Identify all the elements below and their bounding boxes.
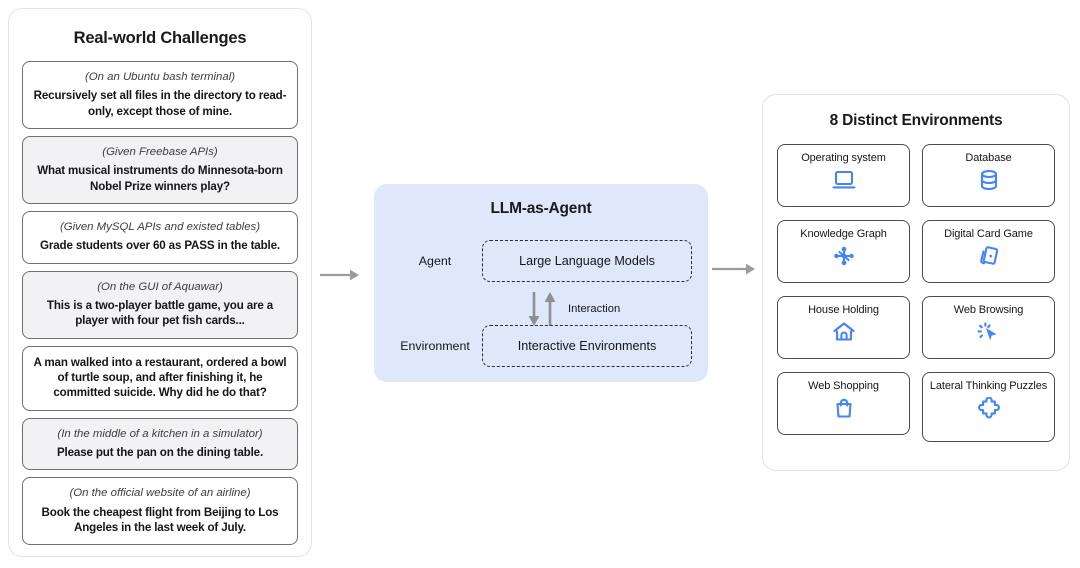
- laptop-icon: [831, 169, 856, 191]
- env-card-operating-system[interactable]: Operating system: [777, 144, 910, 207]
- challenges-list: (On an Ubuntu bash terminal) Recursively …: [22, 61, 298, 546]
- env-card-label: Database: [965, 152, 1012, 164]
- challenge-context: (Given MySQL APIs and existed tables): [59, 220, 261, 233]
- env-card-digital-card-game[interactable]: Digital Card Game: [922, 220, 1055, 283]
- env-card-house-holding[interactable]: House Holding: [777, 296, 910, 359]
- challenge-card: (In the middle of a kitchen in a simulat…: [22, 417, 298, 471]
- env-card-label: House Holding: [808, 304, 879, 316]
- challenge-text: A man walked into a restaurant, ordered …: [33, 355, 287, 400]
- agent-row: Agent Large Language Models: [388, 240, 692, 282]
- shopping-bag-icon: [833, 397, 855, 420]
- env-card-database[interactable]: Database: [922, 144, 1055, 207]
- env-card-label: Web Browsing: [953, 304, 1024, 316]
- env-card-label: Web Shopping: [808, 380, 879, 392]
- playing-cards-icon: [977, 245, 1001, 268]
- distinct-environments-panel: 8 Distinct Environments Operating system…: [762, 94, 1070, 471]
- env-card-lateral-thinking-puzzles[interactable]: Lateral Thinking Puzzles: [922, 372, 1055, 442]
- env-card-label: Digital Card Game: [944, 228, 1033, 240]
- env-card-web-browsing[interactable]: Web Browsing: [922, 296, 1055, 359]
- flow-arrow-challenges-to-agent: [320, 268, 360, 287]
- challenge-card: A man walked into a restaurant, ordered …: [22, 345, 298, 411]
- challenge-text: Please put the pan on the dining table.: [56, 445, 264, 459]
- interactive-environments-box: Interactive Environments: [482, 325, 692, 367]
- challenge-context: (In the middle of a kitchen in a simulat…: [57, 427, 263, 440]
- cursor-click-icon: [977, 321, 1001, 344]
- challenge-text: What musical instruments do Minnesota-bo…: [37, 164, 283, 193]
- environments-panel-title: 8 Distinct Environments: [829, 112, 1003, 129]
- challenges-panel-title: Real-world Challenges: [73, 29, 247, 47]
- flow-arrow-agent-to-environments: [712, 262, 756, 281]
- interaction-group: Interaction: [526, 289, 620, 329]
- challenge-context: (On an Ubuntu bash terminal): [84, 71, 236, 83]
- agent-panel-title: LLM-as-Agent: [490, 200, 592, 217]
- env-card-knowledge-graph[interactable]: Knowledge Graph: [777, 220, 910, 283]
- interaction-label: Interaction: [568, 303, 621, 315]
- challenge-text: Grade students over 60 as PASS in the ta…: [40, 239, 280, 253]
- llm-as-agent-panel: LLM-as-Agent Agent Large Language Models…: [374, 184, 708, 382]
- challenge-card: (On the official website of an airline) B…: [22, 477, 298, 546]
- challenge-card: (On the GUI of Aquawar) This is a two-pla…: [22, 270, 298, 339]
- challenge-text: Recursively set all files in the directo…: [33, 89, 287, 118]
- environment-row: Environment Interactive Environments: [388, 325, 692, 367]
- env-card-label: Knowledge Graph: [800, 228, 887, 240]
- challenge-text: This is a two-player battle game, you ar…: [46, 299, 274, 328]
- house-icon: [832, 321, 856, 343]
- challenge-card: (Given MySQL APIs and existed tables) Gra…: [22, 210, 298, 264]
- env-card-label: Lateral Thinking Puzzles: [929, 380, 1048, 392]
- challenge-context: (On the GUI of Aquawar): [97, 280, 223, 293]
- challenge-context: (On the official website of an airline): [69, 487, 251, 500]
- challenge-text: Book the cheapest flight from Beijing to…: [41, 505, 279, 534]
- environment-row-label: Environment: [400, 339, 470, 353]
- challenge-card: (Given Freebase APIs) What musical instru…: [22, 135, 298, 204]
- puzzle-piece-icon: [977, 397, 1001, 420]
- agent-row-label: Agent: [418, 254, 452, 268]
- challenge-context: (Given Freebase APIs): [102, 145, 218, 158]
- interaction-arrows-icon: [528, 292, 556, 326]
- database-icon: [978, 169, 1000, 191]
- real-world-challenges-panel: Real-world Challenges (On an Ubuntu bash…: [8, 8, 312, 557]
- env-card-web-shopping[interactable]: Web Shopping: [777, 372, 910, 435]
- challenge-card: (On an Ubuntu bash terminal) Recursively …: [22, 61, 298, 129]
- node-graph-icon: [832, 245, 856, 267]
- large-language-models-box: Large Language Models: [482, 240, 692, 282]
- env-card-label: Operating system: [801, 152, 886, 164]
